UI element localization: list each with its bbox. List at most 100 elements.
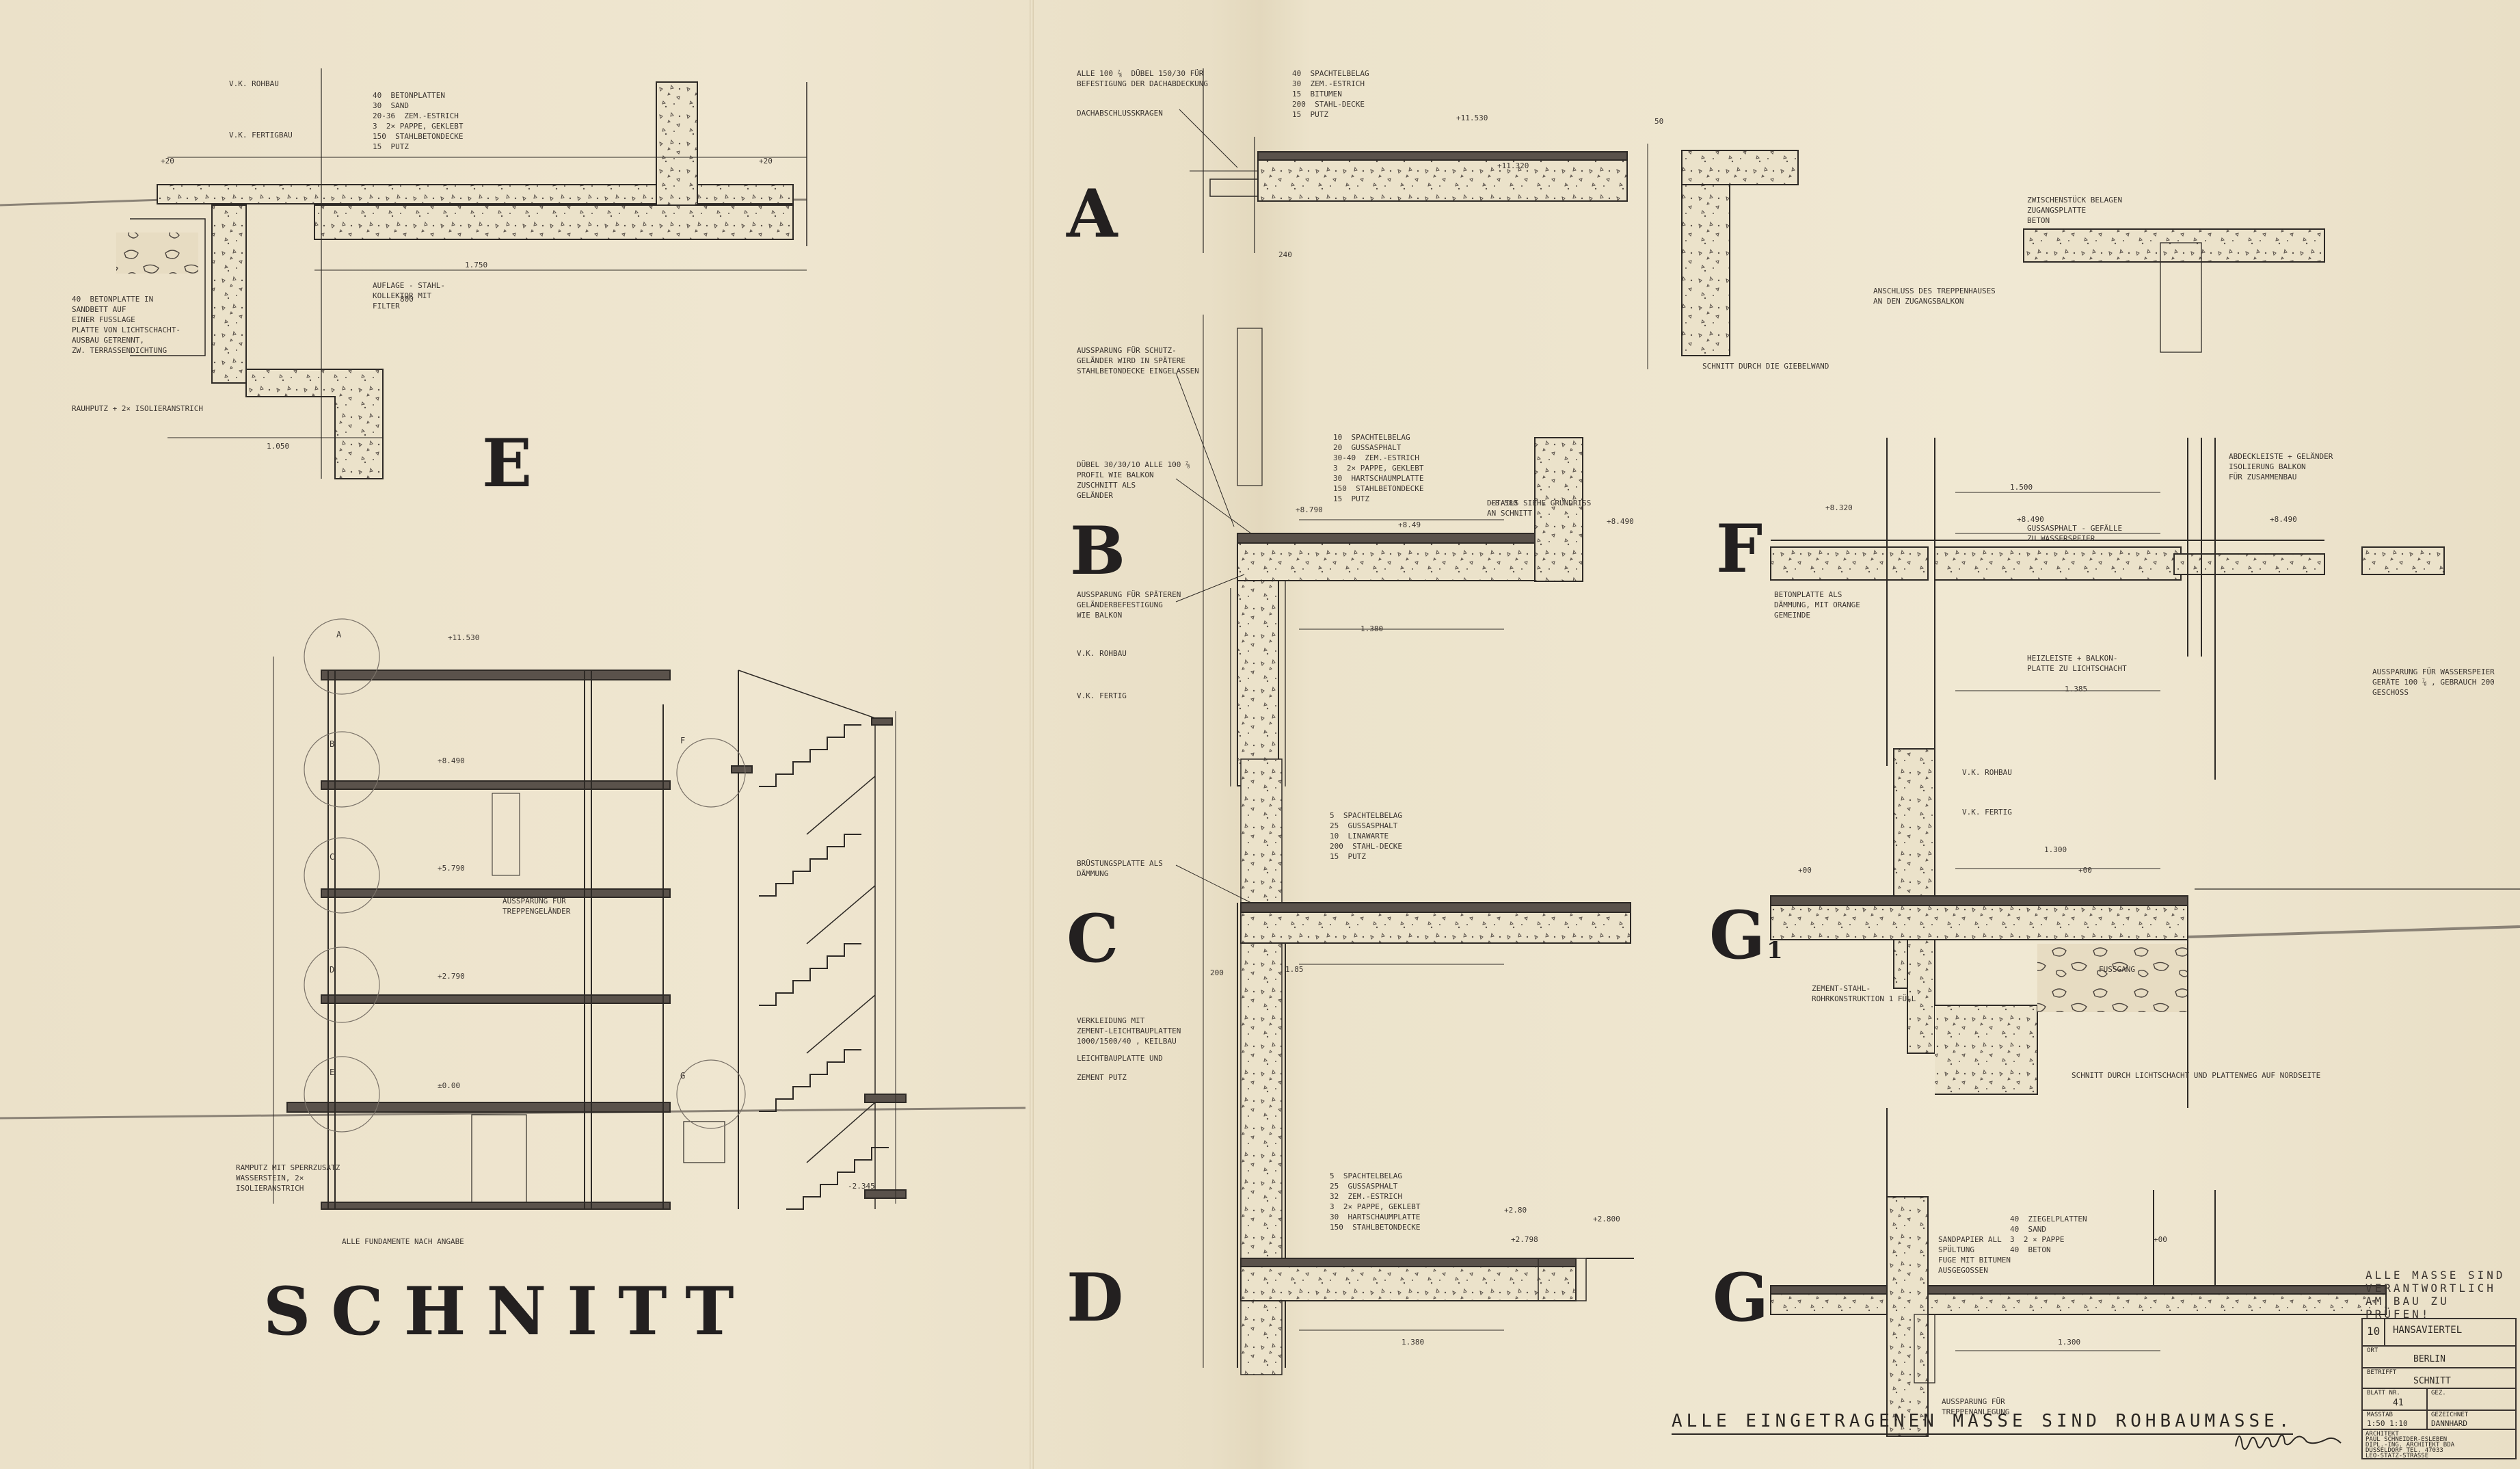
e-dim-1050: 1.050 (267, 442, 290, 451)
title-block-location: BERLIN (2413, 1354, 2445, 1364)
title-block-architect: ARCHITEKT PAUL SCHNEIDER-ESLEBEN DIPL.-I… (2365, 1431, 2454, 1459)
section-letter-d: D (1067, 1259, 1125, 1336)
section-letter-a: A (1067, 175, 1119, 252)
f-note-5: AUSSPARUNG FÜR WASSERSPEIER GERÄTE 100 ⅞… (2372, 667, 2495, 697)
c-note-2: VERKLEIDUNG MIT ZEMENT-LEICHTBAUPLATTEN … (1077, 1016, 1181, 1046)
section-letter-f: F (1716, 510, 1765, 587)
e-dim-20b: +20 (759, 157, 773, 166)
schnitt-circle-a: A (336, 630, 342, 639)
a-layer-list: 40 SPACHTELBELAG 30 ZEM.-ESTRICH 15 BITU… (1292, 69, 1369, 119)
title-block-subject-label: BETRIFFT (2367, 1369, 2397, 1376)
section-letter-g1-sub: 1 (1766, 937, 1784, 964)
a-dim-11530: +11.530 (1456, 114, 1488, 122)
schnitt-level-3: +2.790 (438, 972, 465, 981)
stamp-line-3: AM BAU ZU PRÜFEN! (2365, 1295, 2450, 1321)
c-note-3: LEICHTBAUPLATTE UND (1077, 1054, 1163, 1063)
f-dim-1500: 1.500 (2010, 483, 2033, 492)
schnitt-level-2: +5.790 (438, 864, 465, 873)
c-note-4: ZEMENT PUTZ (1077, 1073, 1127, 1082)
architect-line-5: LEO-STATZ-STRASSE (2365, 1453, 2429, 1459)
a-dubel-note: ALLE 100 ⅞ DÜBEL 150/30 FÜR BEFESTIGUNG … (1077, 69, 1209, 88)
g-dim-1300: 1.300 (2058, 1338, 2081, 1347)
schnitt-level-1: +8.490 (438, 756, 465, 765)
g1-sand-label: FUSSGANG (2099, 965, 2135, 974)
c-layer-list: 5 SPACHTELBELAG 25 GUSSASPHALT 10 LINAWA… (1330, 811, 1402, 861)
architect-line-3: DIPL.-ING. ARCHITEKT BDA (2365, 1442, 2455, 1448)
e-drain-note: AUFLAGE - STAHL- KOLLEKTOR MIT FILTER (373, 281, 445, 310)
g1-dim-1300: 1.300 (2044, 845, 2067, 854)
g1-dim-00b: +00 (2078, 866, 2092, 875)
sheet-fold (1030, 0, 1034, 1469)
title-block-drawn-by: DANNHARD (2431, 1419, 2467, 1428)
title-block-location-label: ORT (2367, 1347, 2378, 1354)
title-block-scale-label: MASSTAB (2367, 1412, 2393, 1418)
schnitt-circle-g: G (680, 1071, 686, 1081)
schnitt-note-1: RAMPUTZ MIT SPERRZUSATZ WASSERSTEIN, 2× … (236, 1163, 340, 1193)
vk-rohbau-label: V.K. ROHBAU (1077, 649, 1127, 658)
e-vk-fertigbau: V.K. FERTIGBAU (229, 131, 293, 140)
e-dim-800: 800 (400, 295, 414, 304)
f-dim-8490b: +8.490 (2270, 515, 2297, 524)
b-dim-849: +8.49 (1398, 520, 1421, 529)
b-dim-1380: 1.380 (1360, 624, 1384, 633)
section-letter-e: E (482, 425, 534, 502)
title-block-drawn-label: GEZ. (2431, 1390, 2446, 1397)
schnitt-circle-f: F (680, 736, 686, 745)
f-dim-1385: 1.385 (2065, 685, 2088, 693)
title-block-sheet-label: BLATT NR. (2367, 1390, 2400, 1397)
section-letter-c: C (1067, 900, 1121, 977)
f-note-1: ABDECKLEISTE + GELÄNDER ISOLIERUNG BALKO… (2229, 452, 2333, 481)
title-block-drawn-by-label: GEZEICHNET (2431, 1412, 2469, 1418)
b-detail-note: DETAILS SIEHE GRUNDRISS AN SCHNITT (1487, 499, 1592, 518)
section-letter-g1-main: G (1709, 897, 1767, 974)
stamp-line-2: VERANTWORTLICH (2365, 1282, 2496, 1295)
g-note-1: SANDPAPIER ALL SPÜLTUNG FUGE MIT BITUMEN… (1938, 1235, 2011, 1275)
main-title: SCHNITT (263, 1273, 755, 1350)
g-note-2: AUSSPARUNG FÜR TREPPENANLEGUNG (1942, 1397, 2010, 1416)
schnitt-note-3: AUSSPARUNG FÜR TREPPENGELÄNDER (502, 897, 571, 916)
g1-vk-rohbau: V.K. ROHBAU (1962, 768, 2012, 777)
f-dim-8320: +8.320 (1825, 503, 1853, 512)
architect-line-4: DÜSSELDORF TEL. 47033 (2365, 1447, 2443, 1454)
d-dim-2800: +2.800 (1593, 1215, 1620, 1223)
g1-vk-fertig: V.K. FERTIG (1962, 808, 2012, 817)
a-dim-240: 240 (1278, 250, 1292, 259)
e-layer-list: 40 BETONPLATTEN 30 SAND 20-36 ZEM.-ESTRI… (373, 91, 464, 151)
b-dim-8790: +8.790 (1296, 505, 1323, 514)
b-dim-8580: +8.580 (1490, 499, 1518, 507)
title-block-project: HANSAVIERTEL (2393, 1325, 2463, 1336)
section-letter-b: B (1070, 512, 1127, 590)
schnitt-circle-c: C (330, 852, 335, 862)
e-rauhputz-note: RAUHPUTZ + 2× ISOLIERANSTRICH (72, 404, 204, 413)
g1-note-1: ZEMENT-STAHL- ROHRKONSTRUKTION 1 FÜLL (1812, 984, 1916, 1003)
b-dim-8490: +8.490 (1607, 517, 1634, 526)
schnitt-circle-e: E (330, 1068, 335, 1077)
e-vk-rohbau: V.K. ROHBAU (229, 79, 279, 88)
section-letter-g: G (1713, 1259, 1770, 1336)
section-letter-g1: G1 (1709, 903, 1784, 968)
title-block-sheet: 41 (2393, 1398, 2404, 1408)
d-layer-list: 5 SPACHTELBELAG 25 GUSSASPHALT 32 ZEM.-E… (1330, 1172, 1421, 1232)
vk-fertig-label: V.K. FERTIG (1077, 691, 1127, 700)
g1-note-2: SCHNITT DURCH LICHTSCHACHT UND PLATTENWE… (2072, 1071, 2321, 1080)
schnitt-circle-b: B (330, 739, 335, 749)
schnitt-level-0: +11.530 (448, 633, 480, 642)
stamp-line-1: ALLE MASSE SIND (2365, 1269, 2506, 1282)
schnitt-level-5: -2.345 (848, 1182, 875, 1191)
b-note-1: AUSSPARUNG FÜR SCHUTZ- GELÄNDER WIRD IN … (1077, 346, 1199, 375)
footer-note: ALLE EINGETRAGENEN MASSE SIND ROHBAUMASS… (1672, 1411, 2294, 1435)
e-dim-20a: +20 (161, 157, 174, 166)
g1-dim-00a: +00 (1798, 866, 1812, 875)
d-dim-1380: 1.380 (1402, 1338, 1425, 1347)
d-dim-2798: +2.798 (1511, 1235, 1538, 1244)
signature (2235, 1434, 2342, 1450)
a-giebel-note: SCHNITT DURCH DIE GIEBELWAND (1702, 362, 1829, 371)
schnitt-level-4: ±0.00 (438, 1081, 461, 1090)
g-layer-list: 40 ZIEGELPLATTEN 40 SAND 3 2 × PAPPE 40 … (2010, 1215, 2087, 1254)
e-sandstone-note: 40 BETONPLATTE IN SANDBETT AUF EINER FUS… (72, 295, 180, 355)
a-kragen-note: DACHABSCHLUSSKRAGEN (1077, 109, 1163, 118)
verification-stamp: ALLE MASSE SIND VERANTWORTLICH AM BAU ZU… (2365, 1269, 2512, 1321)
b-note-3: AUSSPARUNG FÜR SPÄTEREN GELÄNDERBEFESTIG… (1077, 590, 1181, 620)
schnitt-circle-d: D (330, 965, 335, 975)
